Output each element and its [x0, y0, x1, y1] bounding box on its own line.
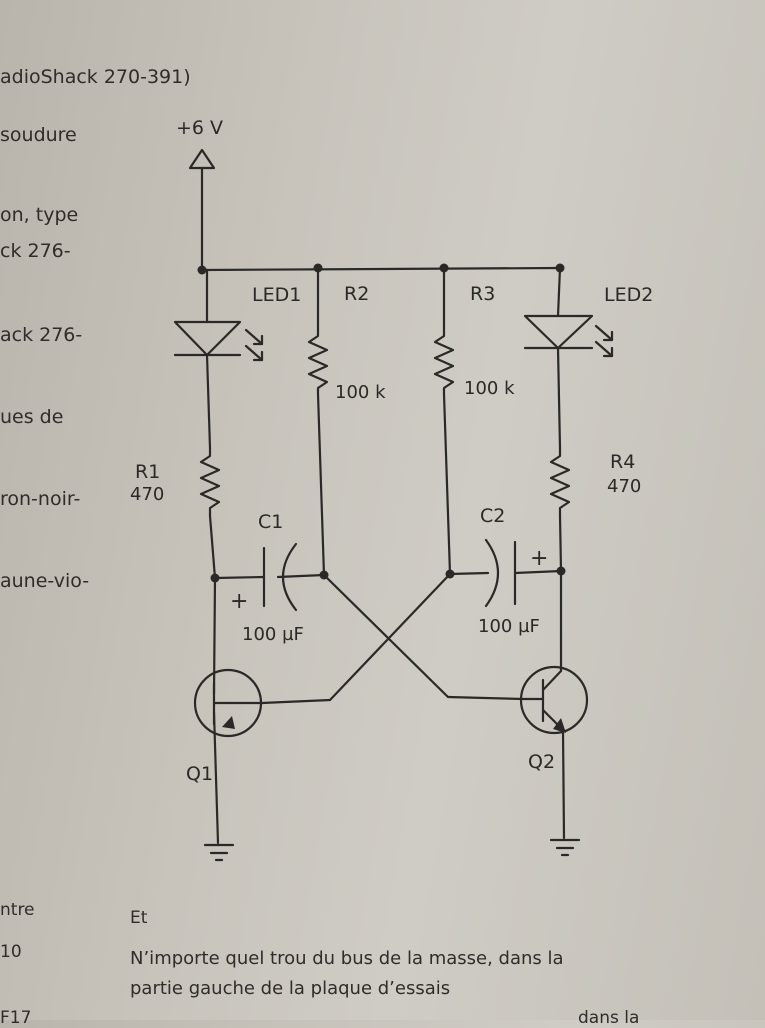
c2-value: 100 µF: [478, 616, 540, 637]
top-rail: [200, 266, 562, 272]
led1-icon: [173, 320, 242, 357]
r4-label: R4: [610, 451, 635, 473]
q2-label: Q2: [528, 751, 555, 773]
c2-label: C2: [480, 505, 505, 527]
margin-line-2: soudure: [0, 124, 77, 146]
r3-resistor-icon: [433, 328, 455, 396]
r1-label: R1: [135, 461, 160, 483]
bottom-label-et: Et: [130, 908, 148, 928]
margin-line-9: ntre: [0, 900, 35, 920]
led2-icon: [523, 314, 594, 350]
margin-line-1: adioShack 270-391): [0, 66, 191, 88]
margin-line-5: ack 276-: [0, 324, 83, 346]
r1-value: 470: [130, 484, 164, 505]
c1-value: 100 µF: [242, 624, 304, 645]
margin-line-3: on, type: [0, 204, 79, 226]
q2-transistor-icon: [519, 665, 589, 735]
supply-label: +6 V: [176, 117, 223, 139]
margin-line-7: ron-noir-: [0, 488, 81, 510]
q1-emitter-arrow: [222, 716, 235, 729]
led2-label: LED2: [604, 284, 653, 306]
margin-line-8: aune-vio-: [0, 570, 90, 592]
r4-resistor-icon: [549, 446, 571, 518]
c2-plus-sign: +: [530, 546, 548, 571]
junction-dots: [197, 263, 566, 583]
r4-value: 470: [607, 476, 641, 497]
r2-resistor-icon: [307, 328, 329, 396]
margin-line-4: ck 276-: [0, 240, 71, 262]
bottom-cut-fragment: dans la: [578, 1008, 640, 1028]
r2-value: 100 k: [335, 382, 386, 403]
q2-emitter-arrow: [553, 718, 566, 733]
c2-capacitor-icon: [484, 538, 499, 608]
margin-line-10: 10: [0, 942, 22, 962]
bottom-line-1: N’importe quel trou du bus de la masse, …: [130, 948, 564, 969]
c1-plus-sign: +: [230, 589, 248, 614]
ground-2-icon: [549, 838, 581, 857]
supply-terminal-icon: [188, 148, 216, 170]
r3-label: R3: [470, 283, 495, 305]
led1-label: LED1: [252, 284, 301, 306]
margin-line-6: ues de: [0, 406, 64, 428]
r3-value: 100 k: [464, 378, 515, 399]
ground-1-icon: [203, 843, 235, 862]
c1-label: C1: [258, 511, 283, 533]
bottom-line-2: partie gauche de la plaque d’essais: [130, 978, 451, 999]
r2-label: R2: [344, 283, 369, 305]
q1-label: Q1: [186, 763, 213, 785]
r1-resistor-icon: [199, 446, 221, 518]
